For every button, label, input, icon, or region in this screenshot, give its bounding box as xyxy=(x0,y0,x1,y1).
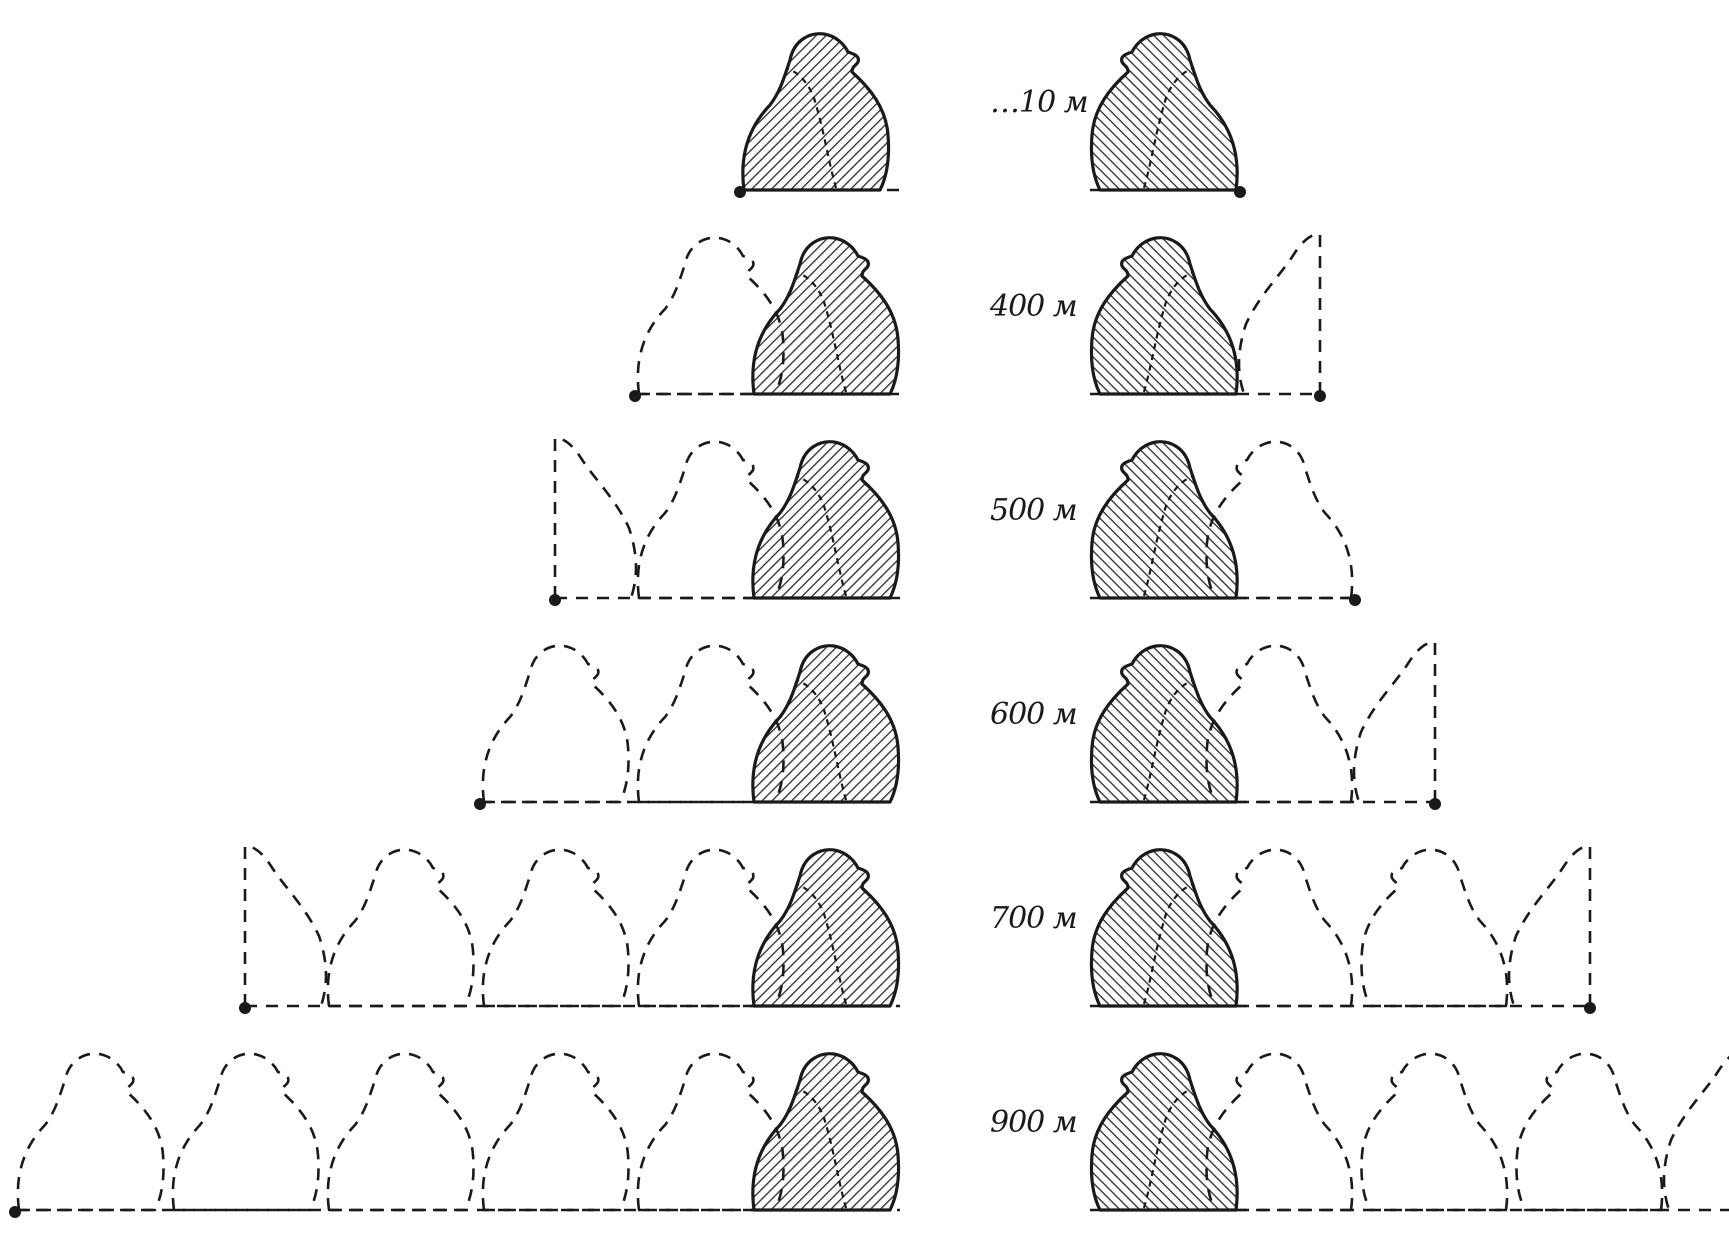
right-lead-marker xyxy=(1507,844,1592,1007)
right-target-silhouette xyxy=(1089,848,1239,1008)
left-target-silhouette xyxy=(751,848,901,1008)
right-ghost-target xyxy=(1205,848,1354,1008)
left-aim-point xyxy=(549,594,561,606)
range-row: 900 м xyxy=(9,1052,1729,1218)
left-ghost-target xyxy=(636,236,785,396)
left-aim-point xyxy=(239,1002,251,1014)
range-label: 900 м xyxy=(990,1105,1077,1140)
right-target-silhouette xyxy=(1089,644,1239,804)
right-target-silhouette xyxy=(1089,440,1239,600)
range-label: 500 м xyxy=(990,493,1077,528)
right-aim-point xyxy=(1314,390,1326,402)
right-aim-point xyxy=(1349,594,1361,606)
right-ghost-target xyxy=(1360,848,1509,1008)
left-aim-point xyxy=(629,390,641,402)
left-ghost-target xyxy=(481,644,630,804)
right-ghost-target xyxy=(1205,644,1354,804)
left-ghost-target xyxy=(171,1052,320,1212)
left-ghost-target xyxy=(16,1052,165,1212)
right-lead-marker xyxy=(1352,640,1437,803)
right-target-silhouette xyxy=(1089,1052,1239,1212)
right-target-silhouette xyxy=(1089,32,1239,192)
range-label: 600 м xyxy=(990,697,1077,732)
left-ghost-target xyxy=(636,1052,785,1212)
right-lead-marker xyxy=(1237,232,1322,395)
left-ghost-target xyxy=(481,848,630,1008)
right-ghost-target xyxy=(1515,1052,1664,1212)
right-aim-point xyxy=(1234,186,1246,198)
range-row: 600 м xyxy=(474,640,1441,810)
left-ghost-target xyxy=(326,1052,475,1212)
left-target-silhouette xyxy=(751,440,901,600)
range-label: 400 м xyxy=(989,289,1077,324)
range-row: 400 м xyxy=(629,232,1326,402)
left-ghost-target xyxy=(636,848,785,1008)
left-aim-point xyxy=(474,798,486,810)
range-row: 700 м xyxy=(239,844,1596,1014)
left-target-silhouette xyxy=(751,644,901,804)
left-lead-marker xyxy=(553,436,638,599)
range-row: …10 м xyxy=(734,32,1246,198)
right-aim-point xyxy=(1584,1002,1596,1014)
left-target-silhouette xyxy=(751,236,901,396)
range-label: 700 м xyxy=(990,901,1077,936)
right-ghost-target xyxy=(1205,1052,1354,1212)
left-ghost-target xyxy=(481,1052,630,1212)
left-aim-point xyxy=(9,1206,21,1218)
right-ghost-target xyxy=(1360,1052,1509,1212)
left-ghost-target xyxy=(636,440,785,600)
left-ghost-target xyxy=(636,644,785,804)
left-target-silhouette xyxy=(751,1052,901,1212)
left-target-silhouette xyxy=(741,32,891,192)
right-ghost-target xyxy=(1205,440,1354,600)
right-target-silhouette xyxy=(1089,236,1239,396)
left-aim-point xyxy=(734,186,746,198)
left-lead-marker xyxy=(243,844,328,1007)
rows-layer: …10 м 400 м 500 м 600 м 700 м 900 м xyxy=(9,32,1729,1218)
right-lead-marker xyxy=(1662,1055,1729,1211)
range-row: 500 м xyxy=(549,436,1361,606)
right-aim-point xyxy=(1429,798,1441,810)
range-label: …10 м xyxy=(990,85,1088,120)
left-ghost-target xyxy=(326,848,475,1008)
